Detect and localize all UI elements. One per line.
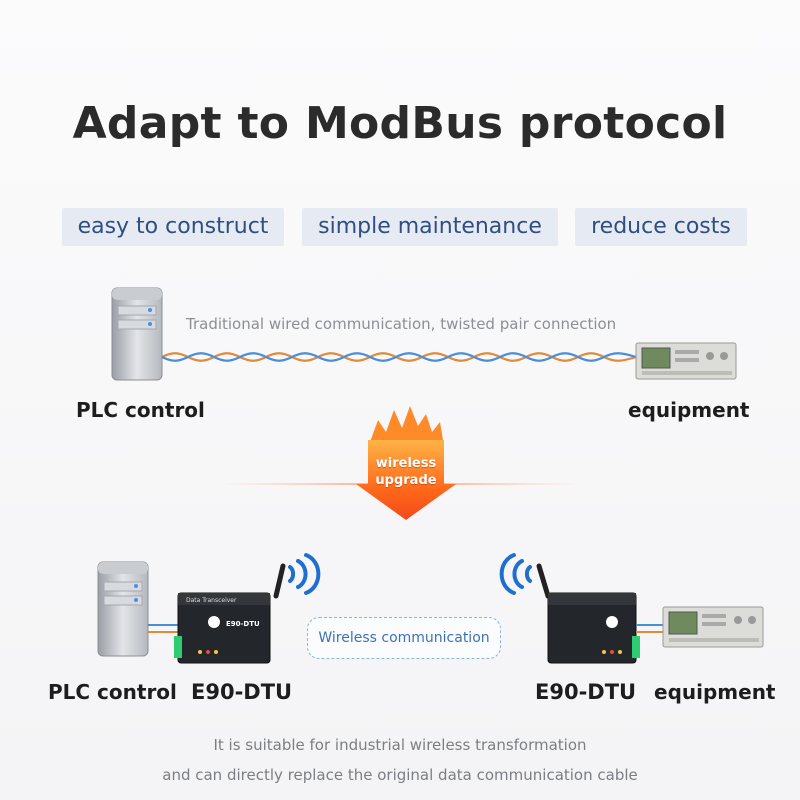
dtu-device-left: Data Transceiver E90-DTU	[174, 563, 286, 664]
flame-arrow-icon	[356, 406, 456, 520]
equipment-icon	[635, 342, 737, 380]
upgrade-line2: upgrade	[375, 473, 437, 488]
equipment-label-bottom: equipment	[654, 680, 776, 704]
upgrade-line1: wireless	[375, 456, 437, 471]
device-label-left: E90-DTU	[191, 680, 293, 704]
twisted-pair-cable	[161, 352, 637, 362]
tag-simple-maintenance: simple maintenance	[302, 208, 558, 246]
tag-reduce-costs: reduce costs	[575, 208, 747, 246]
wired-caption: Traditional wired communication, twisted…	[186, 315, 617, 333]
plc-control-label-bottom: PLC control	[48, 680, 177, 704]
tag-easy-to-construct: easy to construct	[62, 208, 284, 246]
plc-server-icon	[111, 287, 163, 381]
page-title: Adapt to ModBus protocol	[72, 98, 728, 149]
footer-line2: and can directly replace the original da…	[162, 766, 638, 784]
footer-line1: It is suitable for industrial wireless t…	[213, 736, 587, 754]
wireless-upgrade-label: wireless upgrade	[364, 455, 448, 489]
device-header-text: Data Transceiver	[186, 597, 237, 604]
plc-server-icon-bottom	[97, 561, 149, 657]
device-name-text: E90-DTU	[226, 620, 260, 628]
dtu-device-right	[536, 563, 640, 664]
device-label-right: E90-DTU	[535, 680, 637, 704]
equipment-label: equipment	[628, 398, 750, 422]
wireless-communication-label: Wireless communication	[307, 617, 501, 659]
plc-control-label: PLC control	[76, 398, 205, 422]
equipment-icon-bottom	[662, 606, 764, 648]
signal-waves-left-icon	[499, 553, 532, 595]
signal-waves-right-icon	[288, 553, 321, 595]
